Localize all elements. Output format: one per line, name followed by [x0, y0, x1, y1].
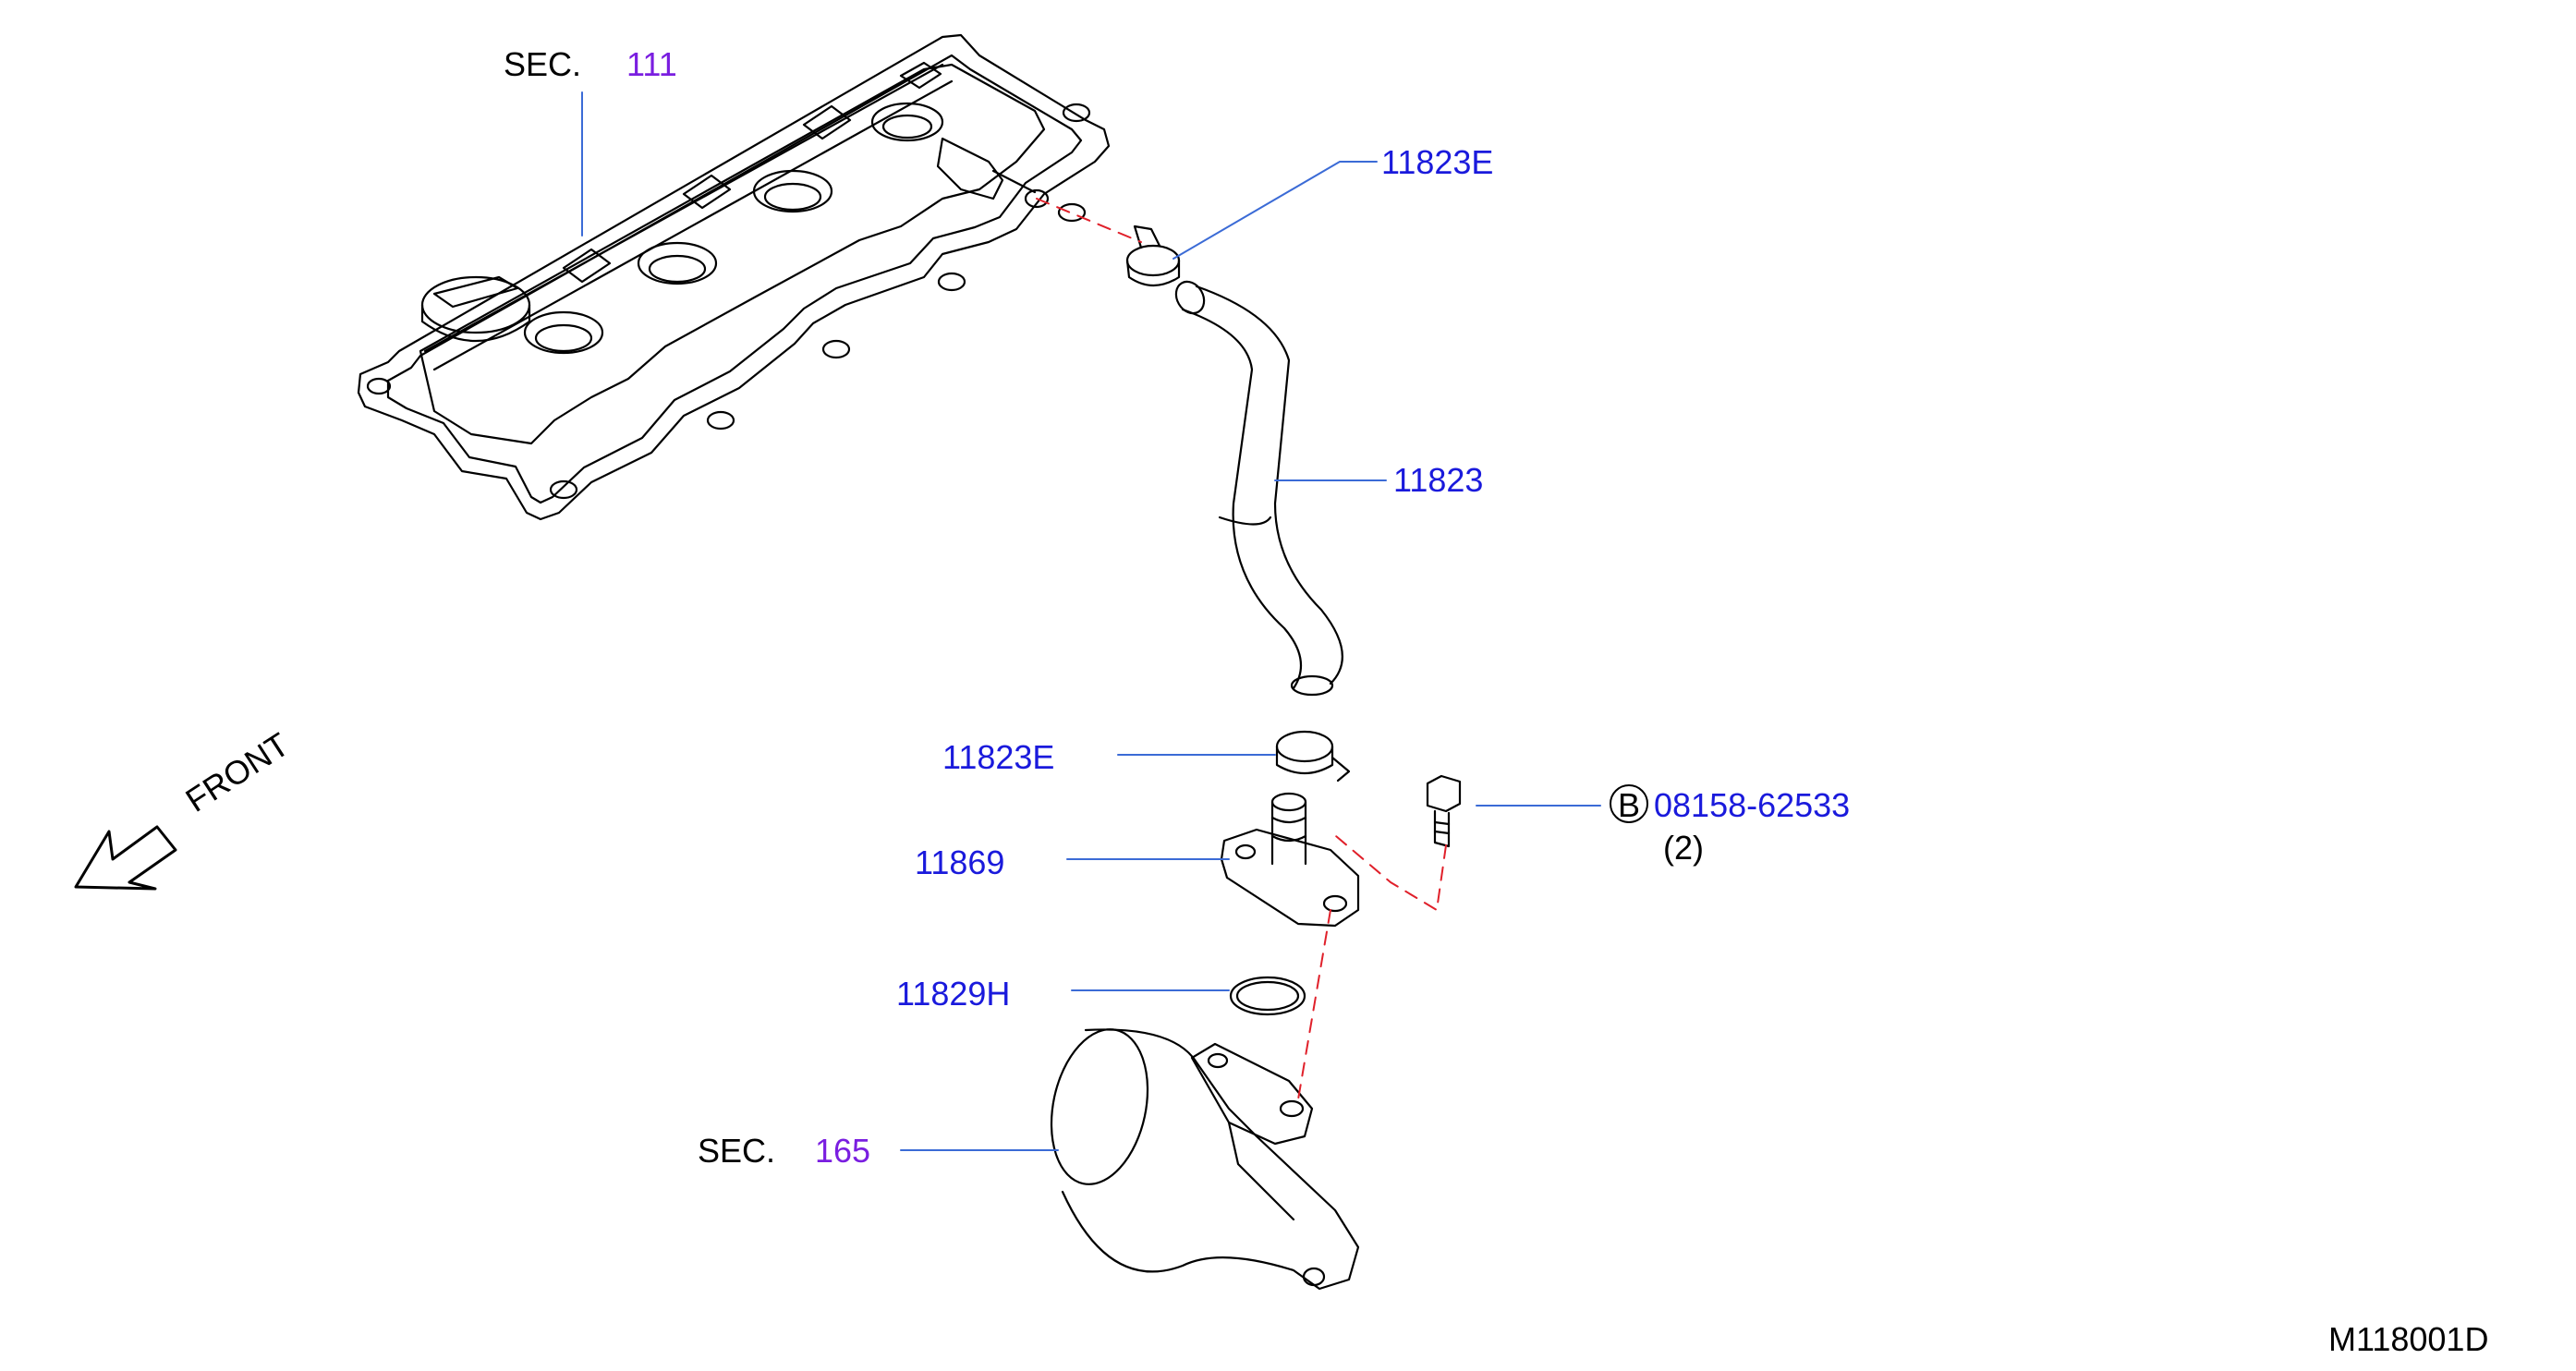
hose-clamp-bottom — [1275, 730, 1351, 783]
bolt-symbol-letter: B — [1618, 786, 1641, 824]
alignment-lines — [1036, 198, 1447, 1100]
pcv-hose — [1174, 280, 1343, 697]
diagram-code: M118001D — [2328, 1320, 2489, 1358]
front-arrow-icon — [74, 825, 177, 891]
part-11869[interactable]: 11869 — [915, 843, 1005, 881]
sec-111-number[interactable]: 111 — [626, 45, 677, 83]
sec-165-prefix: SEC. — [698, 1132, 776, 1170]
o-ring — [1229, 976, 1306, 1016]
bolt — [1426, 774, 1462, 848]
bolt-quantity: (2) — [1663, 829, 1704, 867]
leader-lines — [581, 91, 1601, 1151]
part-08158-62533[interactable]: 08158-62533 — [1654, 786, 1851, 824]
sec-165-number[interactable]: 165 — [815, 1132, 871, 1170]
part-11829h[interactable]: 11829H — [896, 975, 1011, 1013]
part-11823e-top[interactable]: 11823E — [1381, 143, 1494, 181]
part-11823[interactable]: 11823 — [1393, 461, 1484, 499]
oil-filter-bracket — [1050, 1028, 1360, 1291]
b-symbol-icon — [1610, 784, 1648, 823]
pcv-connector — [1220, 792, 1360, 928]
sec-111-prefix: SEC. — [504, 45, 582, 83]
part-11823e-bottom[interactable]: 11823E — [942, 738, 1055, 776]
hose-clamp-top — [1125, 224, 1181, 287]
valve-cover — [357, 33, 1111, 521]
